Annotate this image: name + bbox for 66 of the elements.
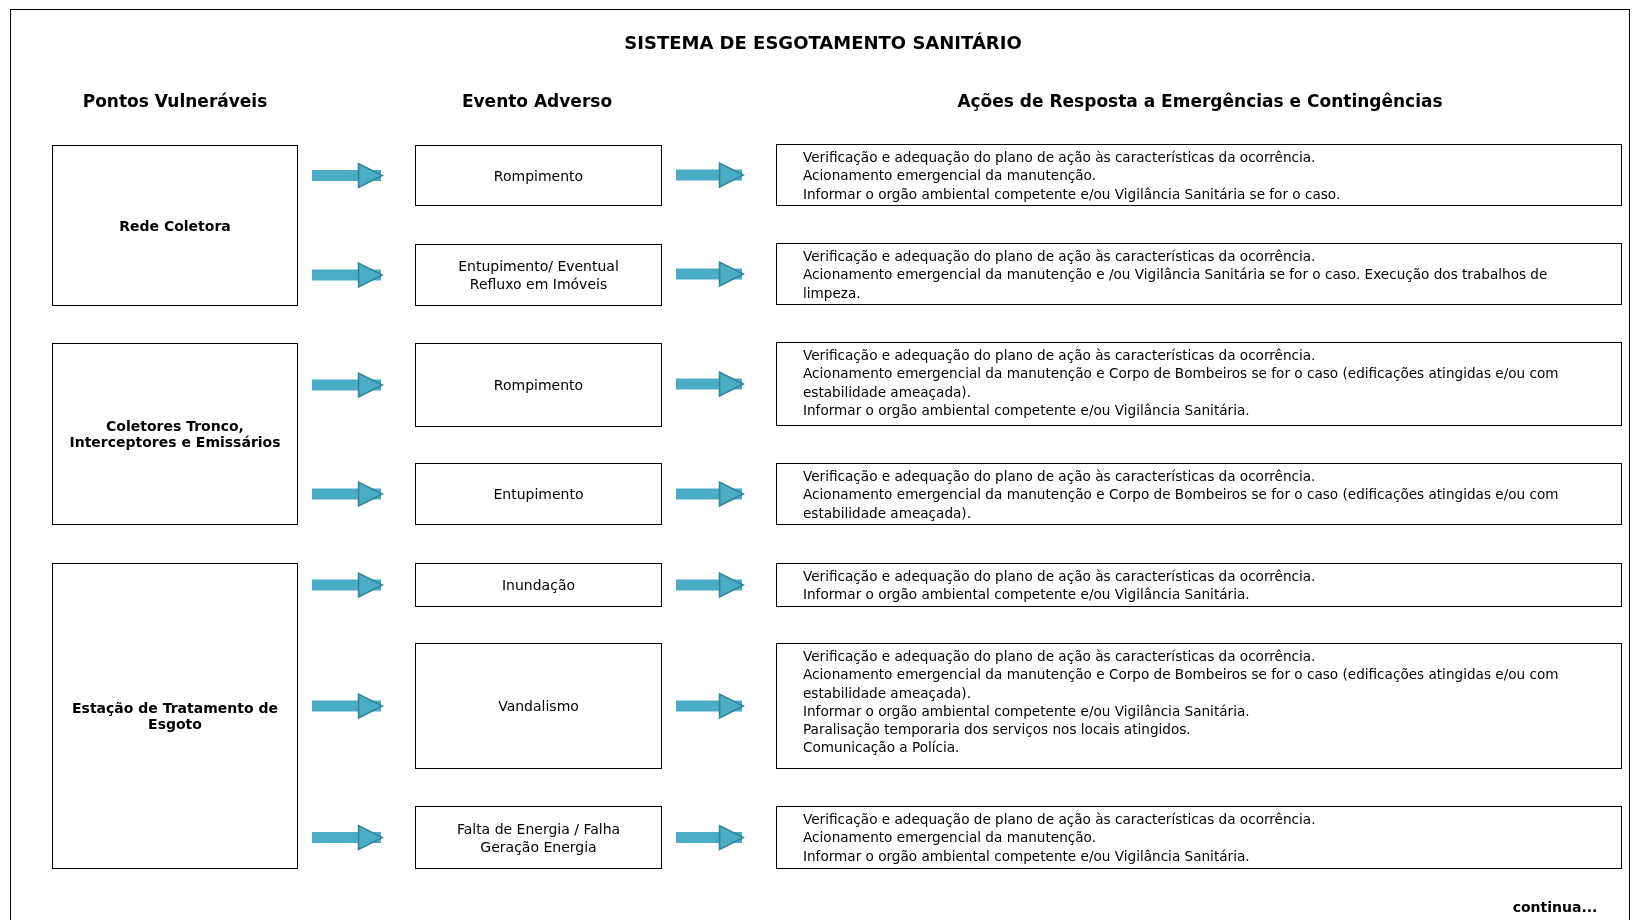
action-text: Acionamento emergencial da manutenção e Corpo de Bombeiros se for o caso (edificações atingidas e/ou com estabilidade ameaçada). (803, 364, 1560, 401)
response-actions-box (776, 342, 1622, 426)
action-text: Acionamento emergencial da manutenção e /ou Vigilância Sanitária se for o caso. Execução dos trabalhos de limpeza. (803, 265, 1549, 302)
action-text: Verificação e adequação do plano de ação às características da ocorrência. (803, 148, 1317, 167)
action-text: Informar o orgão ambiental competente e/ou Vigilância Sanitária. (803, 701, 1251, 721)
action-text: Verificação e adequação de plano de ação às características da ocorrência. (803, 810, 1317, 829)
event-label: Vandalismo (498, 697, 579, 715)
event-label: Rompimento (493, 376, 584, 394)
event-label: Rompimento (493, 166, 584, 185)
action-text: Verificação e adequação do plano de ação às características da ocorrência. (803, 346, 1317, 365)
action-text: Informar o orgão ambiental competente e/ou Vigilância Sanitária se for o caso. (803, 184, 1342, 203)
action-text: Verificação e adequação do plano de ação às características da ocorrência. (803, 567, 1317, 586)
event-box (415, 563, 662, 607)
response-actions-box (776, 463, 1622, 525)
action-text: Acionamento emergencial da manutenção e Corpo de Bombeiros se for o caso (edificações atingidas e/ou com estabilidade ameaçada). (803, 665, 1560, 702)
action-text: Comunicação a Polícia. (803, 738, 961, 757)
block-arrow (676, 693, 745, 719)
point-label: Estação de Tratamento de Esgoto (71, 700, 279, 732)
response-actions-box (776, 144, 1622, 206)
event-box (415, 806, 662, 869)
event-box (415, 463, 662, 525)
block-arrow (312, 372, 384, 398)
action-text: Verificação e adequação do plano de ação às características da ocorrência. (803, 467, 1317, 486)
action-text: Verificação e adequação do plano de ação às características da ocorrência. (803, 647, 1317, 666)
block-arrow (312, 162, 384, 189)
continuation-note: continua... (1512, 899, 1598, 915)
event-box (415, 145, 662, 206)
column-header: Evento Adverso (461, 90, 613, 111)
event-label: Entupimento (493, 485, 584, 503)
block-arrow (676, 261, 745, 287)
block-arrow (312, 262, 384, 288)
point-label: Rede Coletora (119, 217, 231, 234)
block-arrow (676, 481, 745, 507)
action-text: Verificação e adequação do plano de ação às características da ocorrência. (803, 247, 1317, 266)
block-arrow (676, 371, 745, 397)
response-actions-box (776, 243, 1622, 305)
column-header: Ações de Resposta a Emergências e Contingências (957, 90, 1443, 111)
vulnerable-point-box (52, 145, 298, 306)
vulnerable-point-box (52, 343, 298, 525)
action-text: Informar o orgão ambiental competente e/ou Vigilância Sanitária. (803, 400, 1251, 420)
block-arrow (676, 572, 745, 598)
block-arrow (312, 572, 384, 598)
action-text: Acionamento emergencial da manutenção. (803, 166, 1097, 185)
action-text: Informar o orgão ambiental competente e/ou Vigilância Sanitária. (803, 846, 1251, 865)
block-arrow (312, 481, 384, 507)
event-box (415, 244, 662, 306)
event-label: Inundação (501, 576, 576, 594)
response-actions-box (776, 643, 1622, 769)
event-label: Entupimento/ Eventual Refluxo em Imóveis (457, 257, 620, 293)
block-arrow (312, 824, 384, 851)
action-text: Acionamento emergencial da manutenção e Corpo de Bombeiros se for o caso (edificações atingidas e/ou com estabilidade ameaçada). (803, 485, 1560, 522)
block-arrow (676, 824, 745, 851)
action-text: Acionamento emergencial da manutenção. (803, 828, 1097, 847)
column-header: Pontos Vulneráveis (82, 90, 268, 111)
action-text: Paralisação temporaria dos serviços nos locais atingidos. (803, 720, 1192, 739)
vulnerable-point-box (52, 563, 298, 869)
action-text: Informar o orgão ambiental competente e/ou Vigilância Sanitária. (803, 585, 1251, 604)
diagram-title: SISTEMA DE ESGOTAMENTO SANITÁRIO (624, 32, 1022, 53)
event-box (415, 343, 662, 427)
block-arrow (312, 693, 384, 719)
event-label: Falta de Energia / Falha Geração Energia (455, 819, 622, 856)
point-label: Coletores Tronco, Interceptores e Emissários (68, 418, 282, 450)
response-actions-box (776, 806, 1622, 869)
event-box (415, 643, 662, 769)
block-arrow (676, 162, 745, 188)
response-actions-box (776, 563, 1622, 607)
